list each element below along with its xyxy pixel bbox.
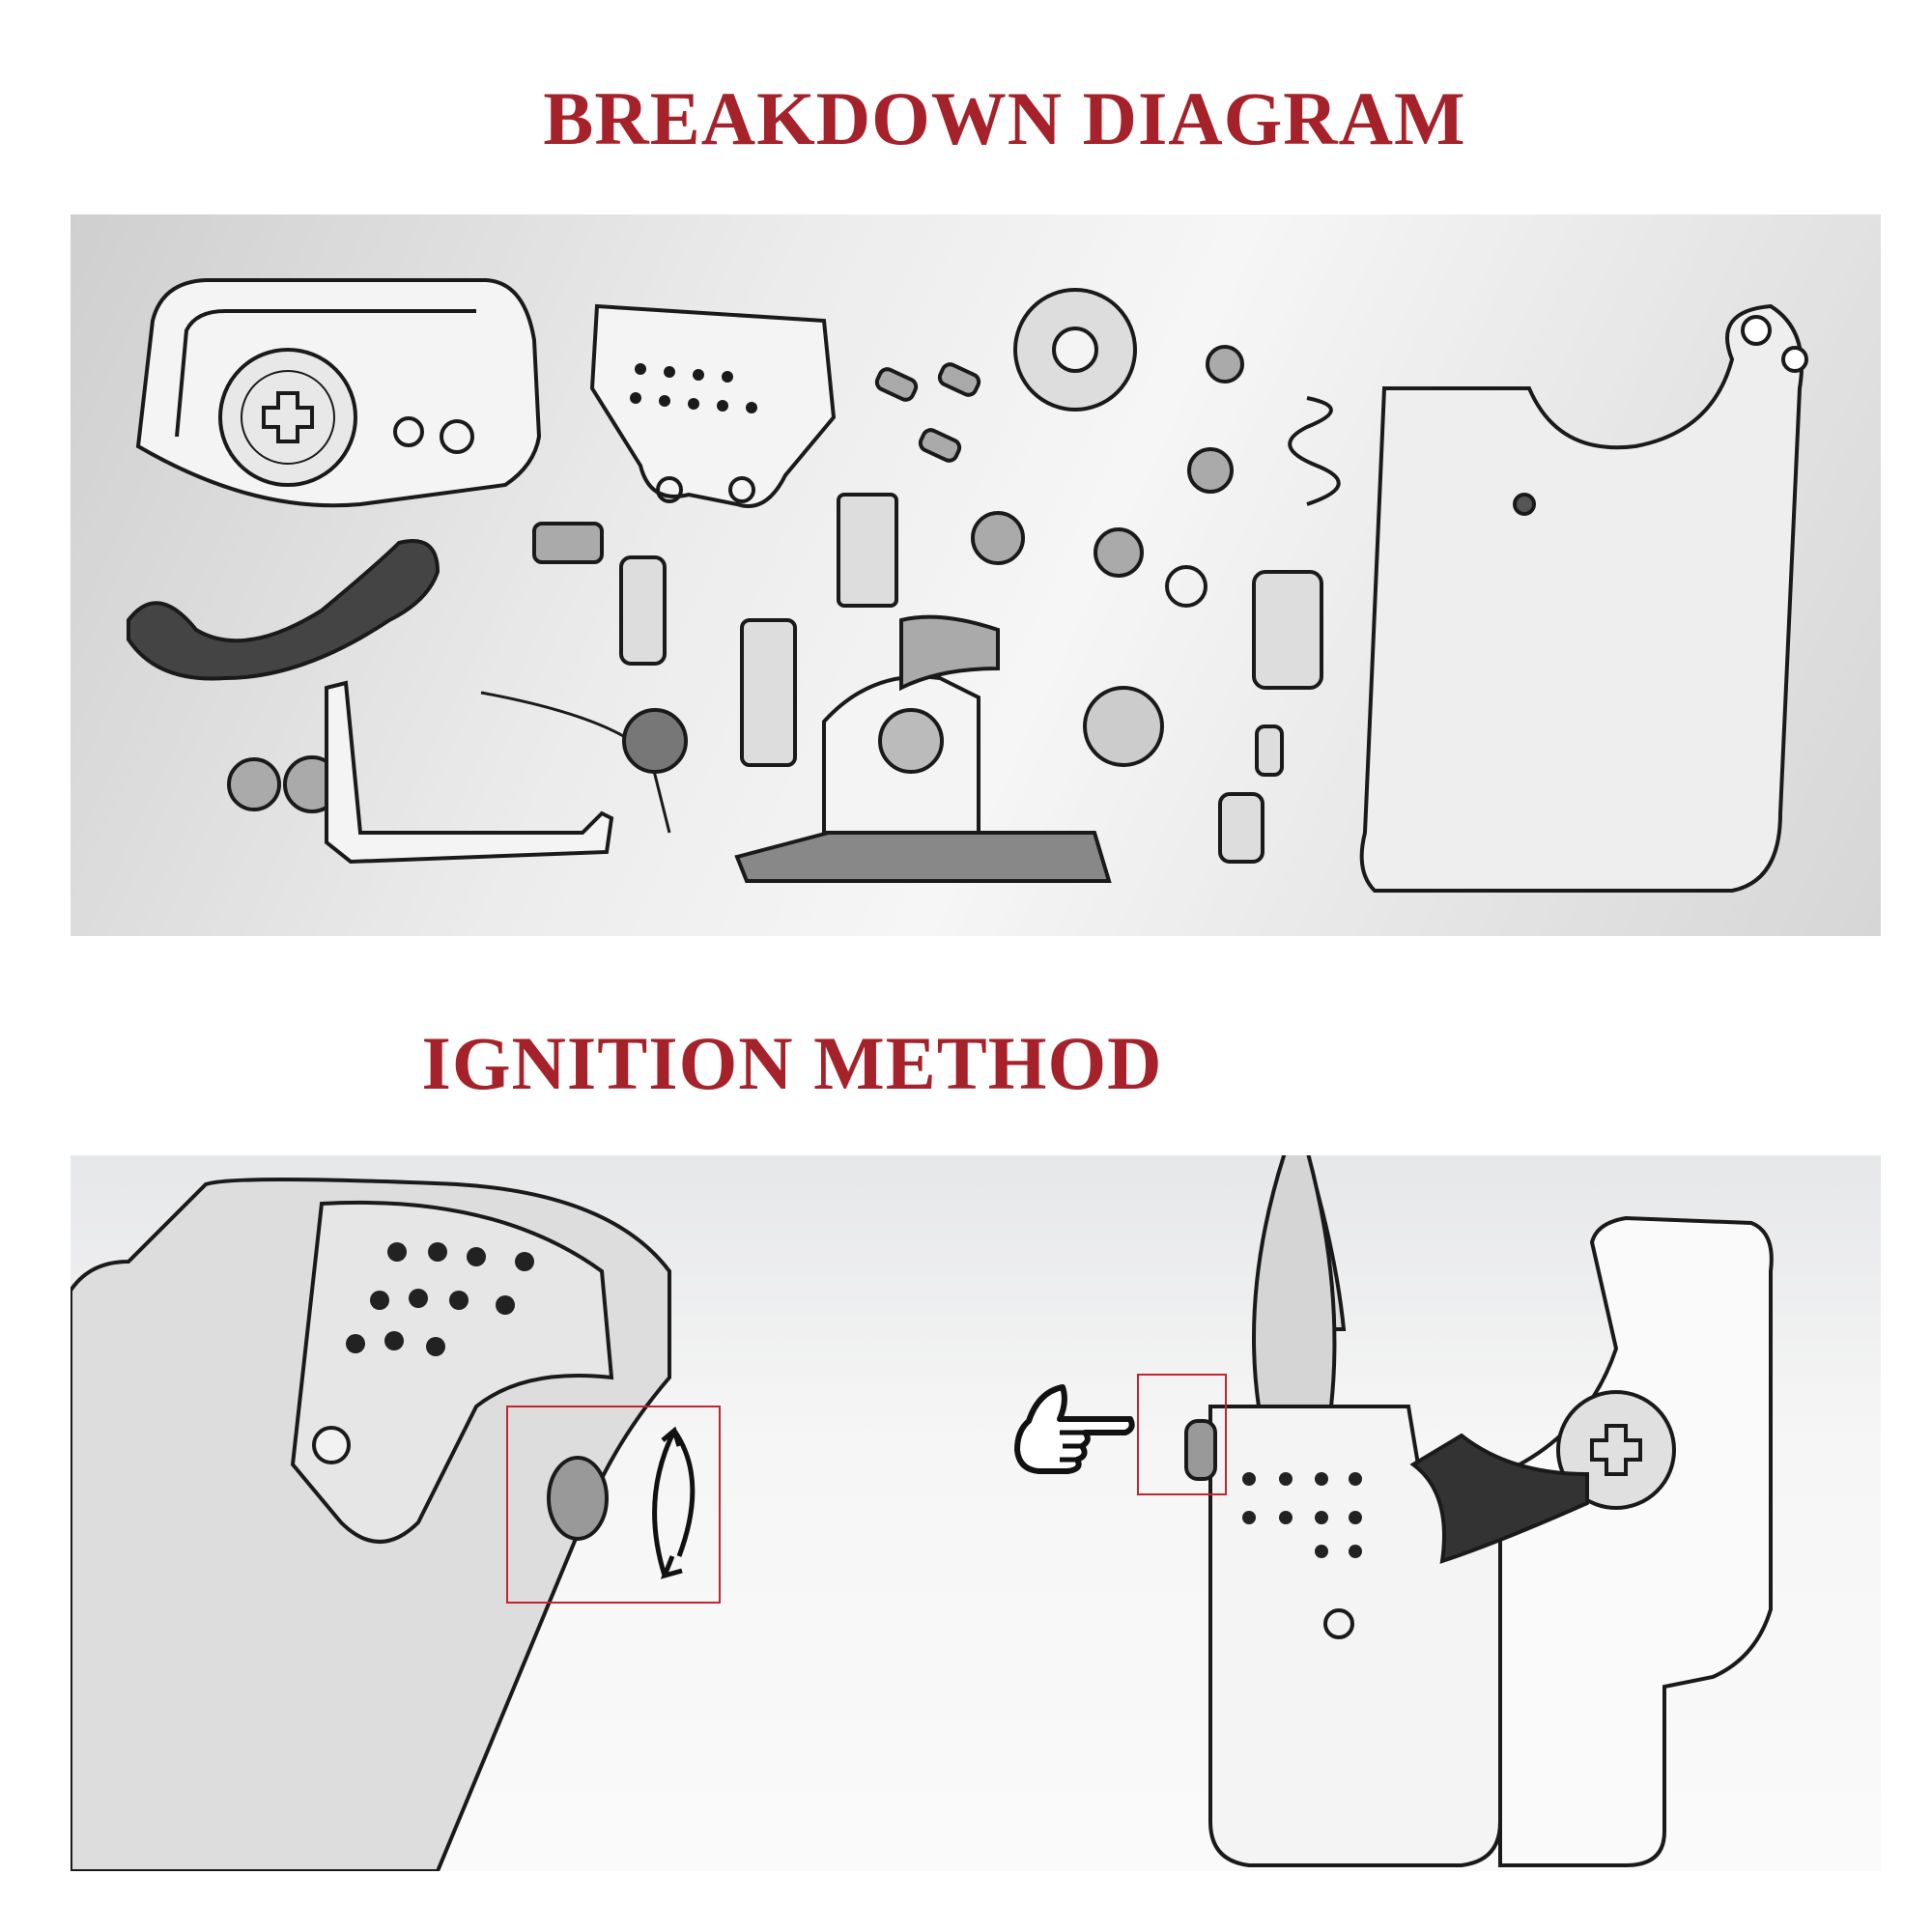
lighter-closeup (71, 1178, 671, 1871)
lid-part (135, 278, 542, 508)
lever-part (127, 539, 440, 681)
bracket-part (325, 680, 688, 865)
flame (1252, 1155, 1337, 1408)
pins-and-tubes (619, 493, 1323, 864)
thumbwheel-highlight-box-left (506, 1406, 721, 1604)
flint-wheel-part (1013, 288, 1137, 412)
exploded-parts-illustration (127, 278, 1808, 893)
spring-part (1288, 396, 1341, 506)
ignition-method-panel (71, 1155, 1881, 1871)
ignition-illustration (71, 1155, 1774, 1871)
insert-base-part (734, 614, 1164, 883)
rotate-arrow-icon (652, 1426, 696, 1579)
pointing-hand-icon (1014, 1384, 1135, 1474)
chimney-part (589, 303, 837, 508)
lighter-open-view (1184, 1155, 1774, 1867)
thumbwheel-highlight-box-right (1137, 1374, 1227, 1495)
ignition-method-title: IGNITION METHOD (421, 1021, 1163, 1105)
breakdown-diagram-title: BREAKDOWN DIAGRAM (543, 76, 1466, 160)
case-body-part (1359, 303, 1808, 893)
breakdown-diagram-panel (71, 214, 1881, 936)
